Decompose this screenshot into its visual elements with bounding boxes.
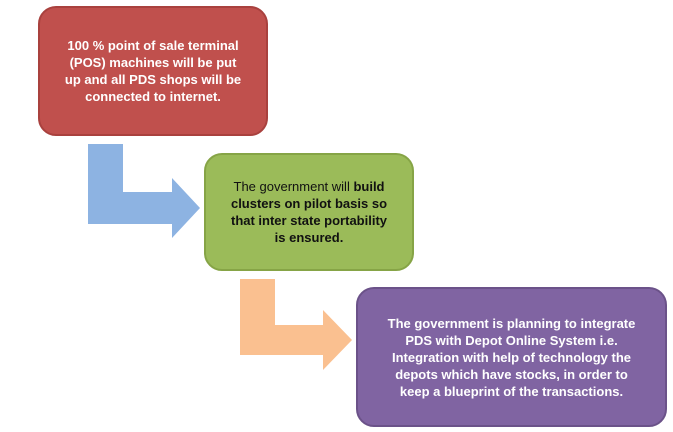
step-1-text: 100 % point of sale terminal (POS) machi… xyxy=(64,38,242,104)
step-2-text: The government will build clusters on pi… xyxy=(224,178,394,246)
bent-arrow-2-icon xyxy=(240,279,352,370)
bent-arrow-1-icon xyxy=(88,144,200,238)
step-2-text-bold: build clusters on pilot basis so that in… xyxy=(230,179,388,245)
step-2-box: The government will build clusters on pi… xyxy=(204,153,414,271)
step-2-text-normal: The government will xyxy=(233,179,350,194)
step-3-box: The government is planning to integrate … xyxy=(356,287,667,427)
step-1-box: 100 % point of sale terminal (POS) machi… xyxy=(38,6,268,136)
step-3-text: The government is planning to integrate … xyxy=(387,315,636,399)
